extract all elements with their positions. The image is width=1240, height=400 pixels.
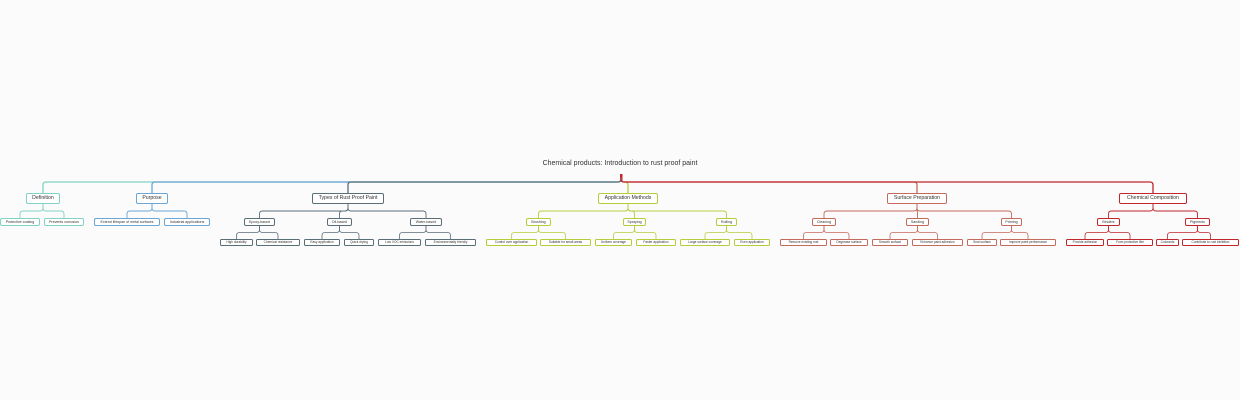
branch-types[interactable]: Types of Rust Proof Paint (312, 193, 384, 204)
connector-child-detail (321, 225, 340, 240)
detail-provide-adhesion[interactable]: Provide adhesion (1066, 239, 1104, 246)
method-brushing[interactable]: Brushing (526, 218, 551, 226)
connector-child-detail (1084, 225, 1109, 240)
connector-root-branch (620, 177, 1154, 194)
connector-branch-child (538, 203, 629, 219)
detail-degrease-surface[interactable]: Degrease surface (830, 239, 868, 246)
detail-enhance-paint-adhesion[interactable]: Enhance paint adhesion (912, 239, 963, 246)
connector-child-detail (425, 225, 451, 240)
connector-branch-child (1108, 203, 1154, 219)
connector-root-branch (42, 177, 622, 194)
connector-child-detail (339, 225, 360, 240)
connector-branch-child (19, 203, 44, 219)
detail-smooth-surface[interactable]: Smooth surface (872, 239, 908, 246)
detail-rust-inhibition[interactable]: Contribute to rust inhibition (1182, 239, 1239, 246)
branch-chemical-composition[interactable]: Chemical Composition (1119, 193, 1187, 204)
connector-child-detail (538, 225, 566, 240)
leaf-industrial-applications[interactable]: Industrial applications (164, 218, 210, 226)
connector-branch-child (347, 203, 427, 219)
connector-child-detail (259, 225, 279, 240)
leaf-protective-coating[interactable]: Protective coating (0, 218, 40, 226)
detail-high-durability[interactable]: High durability (220, 239, 253, 246)
component-pigments[interactable]: Pigments (1185, 218, 1210, 226)
connector-root-branch (347, 177, 622, 194)
connector-branch-child (916, 203, 918, 219)
connector-child-detail (917, 225, 938, 240)
detail-quick-drying[interactable]: Quick drying (344, 239, 374, 246)
connector-branch-child (339, 203, 349, 219)
connector-child-detail (1108, 225, 1131, 240)
connector-child-detail (889, 225, 918, 240)
connector-child-detail (1011, 225, 1029, 240)
connector-child-detail (634, 225, 657, 240)
connector-child-detail (704, 225, 727, 240)
connector-branch-child (42, 203, 65, 219)
detail-environmentally-friendly[interactable]: Environmentally friendly (425, 239, 476, 246)
method-rolling[interactable]: Rolling (716, 218, 737, 226)
connector-child-detail (236, 225, 260, 240)
branch-definition[interactable]: Definition (26, 193, 60, 204)
type-epoxy-based[interactable]: Epoxy-based (244, 218, 275, 226)
connector-child-detail (823, 225, 850, 240)
method-spraying[interactable]: Spraying (623, 218, 646, 226)
connector-child-detail (511, 225, 539, 240)
branch-purpose[interactable]: Purpose (136, 193, 168, 204)
connector-branch-child (823, 203, 918, 219)
prep-sanding[interactable]: Sanding (906, 218, 929, 226)
connector-child-detail (981, 225, 1012, 240)
leaf-extend-lifespan[interactable]: Extend lifespan of metal surfaces (94, 218, 160, 226)
detail-remove-existing-rust[interactable]: Remove existing rust (780, 239, 827, 246)
detail-large-surface-coverage[interactable]: Large surface coverage (680, 239, 730, 246)
connector-root-branch (151, 177, 622, 194)
type-oil-based[interactable]: Oil-based (327, 218, 352, 226)
detail-control-over-application[interactable]: Control over application (486, 239, 537, 246)
connector-child-detail (613, 225, 635, 240)
type-water-based[interactable]: Water-based (410, 218, 442, 226)
connector-child-detail (1197, 225, 1211, 240)
prep-priming[interactable]: Priming (1001, 218, 1022, 226)
branch-surface-preparation[interactable]: Surface Preparation (887, 193, 947, 204)
connector-child-detail (726, 225, 753, 240)
connector-branch-child (126, 203, 153, 219)
detail-low-voc[interactable]: Low VOC emissions (378, 239, 421, 246)
branch-application-methods[interactable]: Application Methods (598, 193, 658, 204)
component-binders[interactable]: Binders (1097, 218, 1120, 226)
connector-branch-child (151, 203, 188, 219)
connector-branch-child (627, 203, 727, 219)
connector-child-detail (1167, 225, 1198, 240)
detail-seal-surface[interactable]: Seal surface (967, 239, 997, 246)
connector-root-branch (620, 177, 918, 194)
detail-chemical-resistance[interactable]: Chemical resistance (256, 239, 300, 246)
detail-improve-paint-performance[interactable]: Improve paint performance (1000, 239, 1056, 246)
connector-child-detail (399, 225, 427, 240)
prep-cleaning[interactable]: Cleaning (812, 218, 836, 226)
detail-easy-application[interactable]: Easy application (304, 239, 340, 246)
detail-colorants[interactable]: Colorants (1156, 239, 1179, 246)
connector-child-detail (803, 225, 825, 240)
detail-even-application[interactable]: Even application (734, 239, 770, 246)
connector-branch-child (1152, 203, 1198, 219)
detail-suitable-small-areas[interactable]: Suitable for small areas (540, 239, 591, 246)
detail-form-protective-film[interactable]: Form protective film (1107, 239, 1153, 246)
connector-branch-child (916, 203, 1012, 219)
root-node[interactable]: Chemical products: Introduction to rust … (542, 160, 698, 167)
detail-uniform-coverage[interactable]: Uniform coverage (595, 239, 632, 246)
connector-branch-child (259, 203, 349, 219)
leaf-prevents-corrosion[interactable]: Prevents corrosion (44, 218, 84, 226)
detail-faster-application[interactable]: Faster application (636, 239, 676, 246)
